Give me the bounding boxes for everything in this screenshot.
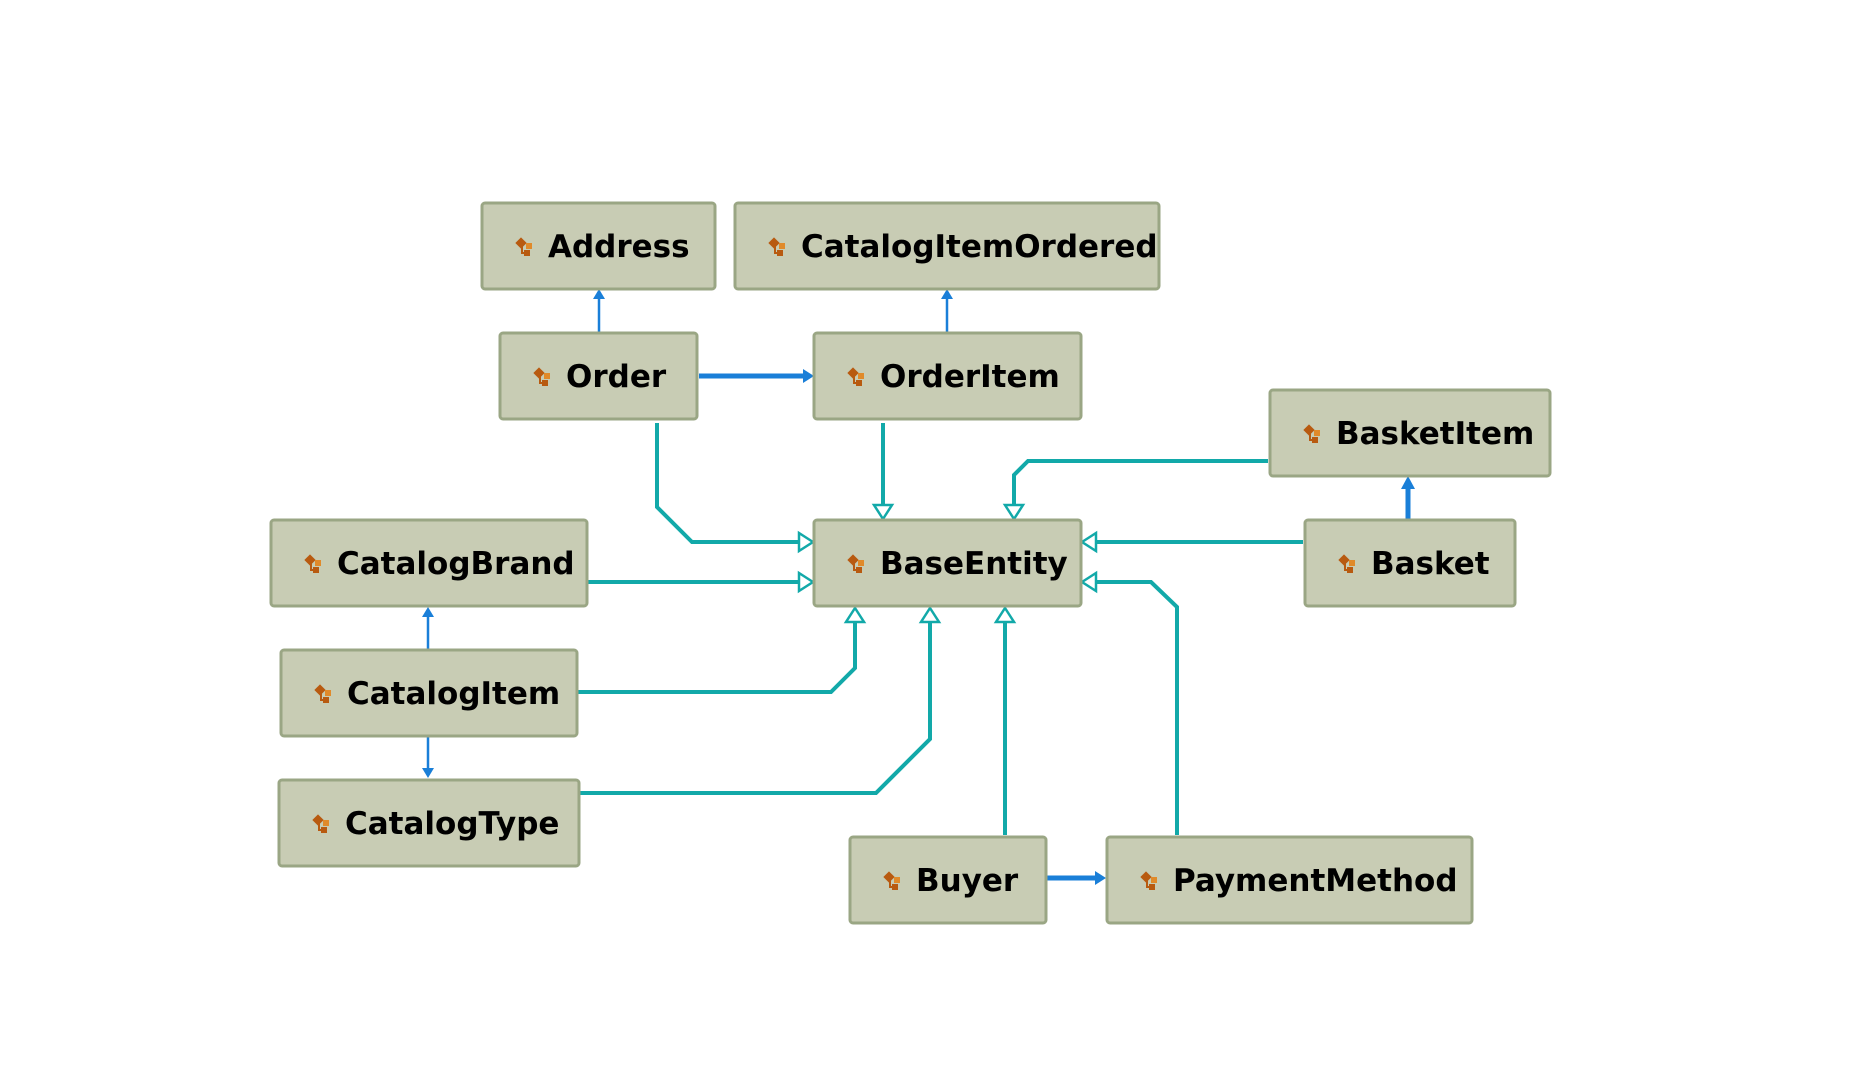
class-name: CatalogType bbox=[345, 806, 559, 842]
class-name: OrderItem bbox=[880, 359, 1060, 395]
class-node-catalogbrand[interactable]: CatalogBrand bbox=[269, 518, 589, 608]
class-node-catalogtype[interactable]: CatalogType bbox=[277, 778, 581, 868]
inheritance-arrowhead bbox=[1079, 570, 1098, 594]
inheritance-edges bbox=[577, 423, 1303, 835]
association-arrowhead bbox=[422, 607, 434, 617]
class-name: Order bbox=[566, 359, 667, 395]
edge-paymentmethod-to-baseentity[interactable] bbox=[1079, 570, 1179, 835]
class-node-order[interactable]: Order bbox=[498, 331, 699, 421]
association-arrowhead bbox=[422, 768, 434, 778]
edge-order-to-address[interactable] bbox=[593, 289, 605, 333]
inheritance-arrowhead bbox=[993, 605, 1017, 624]
association-arrowhead bbox=[1095, 871, 1106, 885]
edge-orderitem-to-baseentity[interactable] bbox=[871, 423, 895, 522]
class-node-catalogitem[interactable]: CatalogItem bbox=[279, 648, 579, 738]
class-node-basketitem[interactable]: BasketItem bbox=[1268, 388, 1552, 478]
association-arrowhead bbox=[1401, 476, 1415, 489]
edge-buyer-to-baseentity[interactable] bbox=[993, 605, 1017, 835]
class-node-paymentmethod[interactable]: PaymentMethod bbox=[1105, 835, 1474, 925]
class-name: Address bbox=[548, 229, 690, 265]
edge-order-to-baseentity[interactable] bbox=[655, 423, 816, 554]
class-node-buyer[interactable]: Buyer bbox=[848, 835, 1048, 925]
edge-buyer-to-paymentmethod[interactable] bbox=[1046, 871, 1106, 885]
inheritance-arrowhead bbox=[871, 503, 895, 522]
inheritance-arrowhead bbox=[797, 530, 816, 554]
association-edges bbox=[422, 289, 1415, 885]
edge-order-to-orderitem[interactable] bbox=[699, 369, 814, 383]
association-arrowhead bbox=[593, 289, 605, 299]
edge-catalogitem-to-catalogtype[interactable] bbox=[422, 735, 434, 778]
inheritance-arrowhead bbox=[843, 605, 867, 624]
class-name: Basket bbox=[1371, 546, 1490, 582]
association-arrowhead bbox=[941, 289, 953, 299]
class-name: CatalogItemOrdered bbox=[801, 229, 1158, 265]
class-name: BaseEntity bbox=[880, 546, 1068, 582]
edge-basket-to-baseentity[interactable] bbox=[1079, 530, 1303, 554]
class-node-baseentity[interactable]: BaseEntity bbox=[812, 518, 1083, 608]
inheritance-arrowhead bbox=[1002, 503, 1026, 522]
class-name: CatalogBrand bbox=[337, 546, 575, 582]
class-node-address[interactable]: Address bbox=[480, 201, 717, 291]
class-node-basket[interactable]: Basket bbox=[1303, 518, 1517, 608]
edge-basketitem-to-baseentity[interactable] bbox=[1002, 459, 1268, 522]
class-name: CatalogItem bbox=[347, 676, 560, 712]
class-name: PaymentMethod bbox=[1173, 863, 1458, 899]
edge-catalogbrand-to-baseentity[interactable] bbox=[588, 570, 816, 594]
inheritance-arrowhead bbox=[1079, 530, 1098, 554]
inheritance-arrowhead bbox=[918, 605, 942, 624]
edge-catalogitem-to-catalogbrand[interactable] bbox=[422, 607, 434, 649]
association-arrowhead bbox=[803, 369, 814, 383]
class-name: Buyer bbox=[916, 863, 1019, 899]
inheritance-arrowhead bbox=[797, 570, 816, 594]
edge-catalogtype-to-baseentity[interactable] bbox=[579, 605, 942, 795]
edge-catalogitem-to-baseentity[interactable] bbox=[577, 605, 867, 694]
edge-basket-to-basketitem[interactable] bbox=[1401, 476, 1415, 519]
class-node-catalogitemordered[interactable]: CatalogItemOrdered bbox=[733, 201, 1161, 291]
edge-orderitem-to-catalogitemordered[interactable] bbox=[941, 289, 953, 333]
class-node-orderitem[interactable]: OrderItem bbox=[812, 331, 1083, 421]
class-name: BasketItem bbox=[1336, 416, 1534, 452]
